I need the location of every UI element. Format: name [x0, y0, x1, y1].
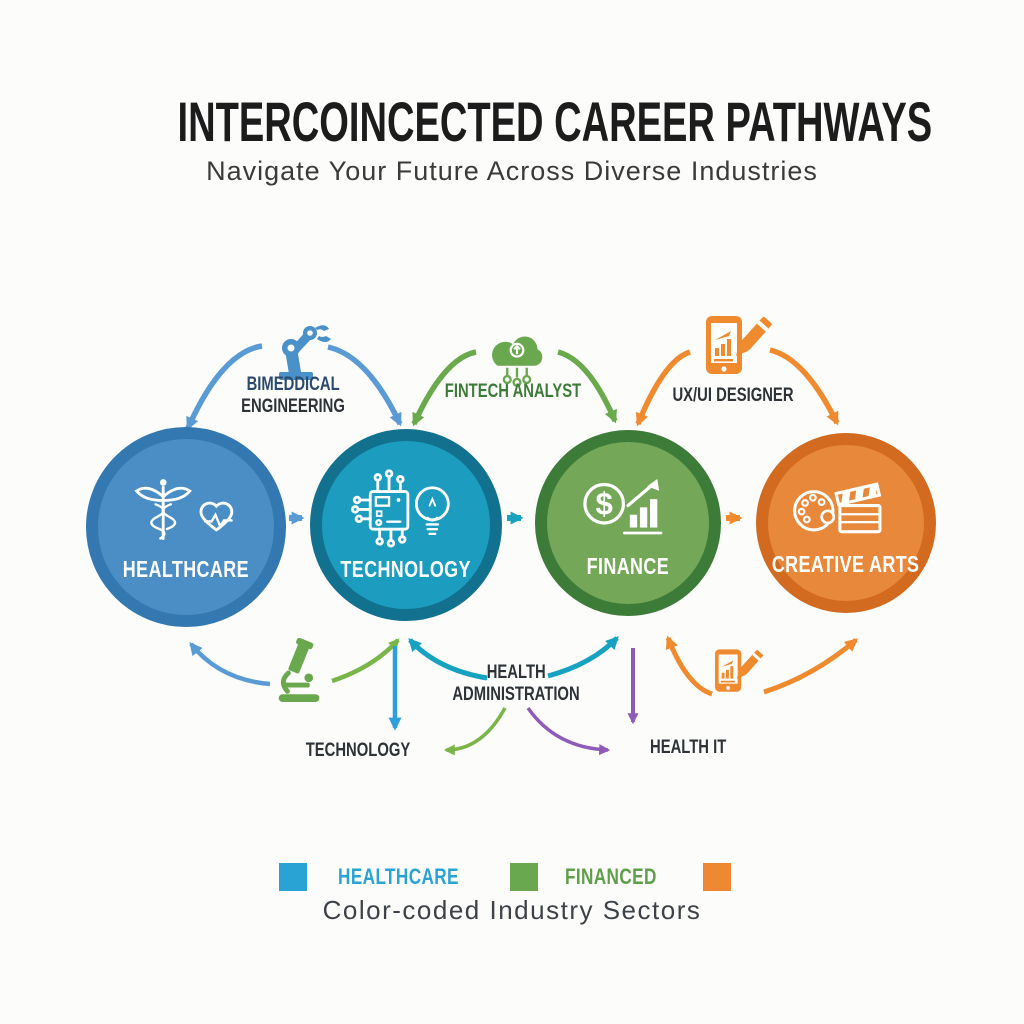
sector-label-technology: TECHNOLOGY	[340, 555, 472, 582]
arc-fintech-right	[557, 349, 618, 424]
sector-creative-arts: CREATIVE ARTS	[756, 433, 936, 613]
sector-healthcare: HEALTHCARE	[86, 427, 286, 627]
circuit-lightbulb-icon	[350, 468, 450, 548]
legend-item-healthcare: HEALTHCARE	[278, 863, 476, 891]
bottom-label-health-it: HEALTH IT	[650, 737, 727, 758]
arc-fintech-left	[411, 349, 477, 427]
palette-clapperboard-icon	[793, 481, 882, 533]
legend-item-finance: FINANCED	[509, 863, 670, 891]
legend-caption: Color-coded Industry Sectors	[322, 895, 702, 925]
arc-uxui-left	[635, 349, 692, 427]
sector-label-finance: FINANCE	[586, 552, 670, 579]
healthcare-swatch-icon	[278, 863, 307, 891]
caduceus-heart-icon	[134, 478, 234, 540]
arc-healthadmin-to-technology	[408, 638, 488, 681]
sector-label-creative-arts: CREATIVE ARTS	[772, 550, 920, 577]
sector-technology: TECHNOLOGY	[310, 429, 502, 621]
legend-label-finance: FINANCED	[564, 864, 657, 889]
arc-healthadmin-to-healthit	[526, 706, 611, 756]
legend: HEALTHCARE FINANCED	[0, 863, 1024, 891]
tablet-chart-icon	[715, 649, 763, 692]
sector-finance: $ FINANCE	[535, 430, 721, 616]
arc-microscope-to-technology	[331, 638, 400, 684]
legend-label-healthcare: HEALTHCARE	[337, 864, 459, 889]
robot-arm-icon	[279, 325, 331, 380]
bottom-label-technology: TECHNOLOGY	[305, 740, 411, 761]
pathway-label-biomedical-engineering: BIMEDDICAL ENGINEERING	[241, 374, 345, 417]
arc-uxui-right	[769, 347, 840, 426]
dollar-chart-icon: $	[583, 478, 663, 534]
legend-item-creative	[703, 863, 745, 891]
page-subtitle: Navigate Your Future Across Diverse Indu…	[206, 156, 818, 186]
arc-healthadmin-to-finance	[547, 636, 619, 679]
arc-tablet-to-creative	[763, 638, 858, 695]
pathway-label-uxui-designer: UX/UI DESIGNER	[672, 385, 794, 406]
page-title: INTERCOINCECTED CAREER PATHWAYS	[177, 90, 933, 153]
cloud-network-icon	[492, 336, 543, 387]
sector-label-healthcare: HEALTHCARE	[122, 555, 250, 582]
arc-biomedical-right	[327, 344, 403, 427]
pathway-label-fintech-analyst: FINTECH ANALYST	[444, 381, 582, 402]
finance-swatch-icon	[509, 863, 538, 891]
arc-healthadmin-to-technology-label	[443, 707, 507, 756]
tablet-pencil-icon	[706, 316, 772, 374]
creative-swatch-icon	[703, 863, 732, 891]
arc-tablet-to-finance	[665, 635, 713, 697]
arc-microscope-to-healthcare	[189, 641, 271, 687]
svg-text:$: $	[596, 486, 613, 521]
arc-biomedical-left	[185, 343, 263, 431]
microscope-icon	[278, 638, 320, 703]
bottom-label-health-administration: HEALTH ADMINISTRATION	[452, 662, 580, 705]
